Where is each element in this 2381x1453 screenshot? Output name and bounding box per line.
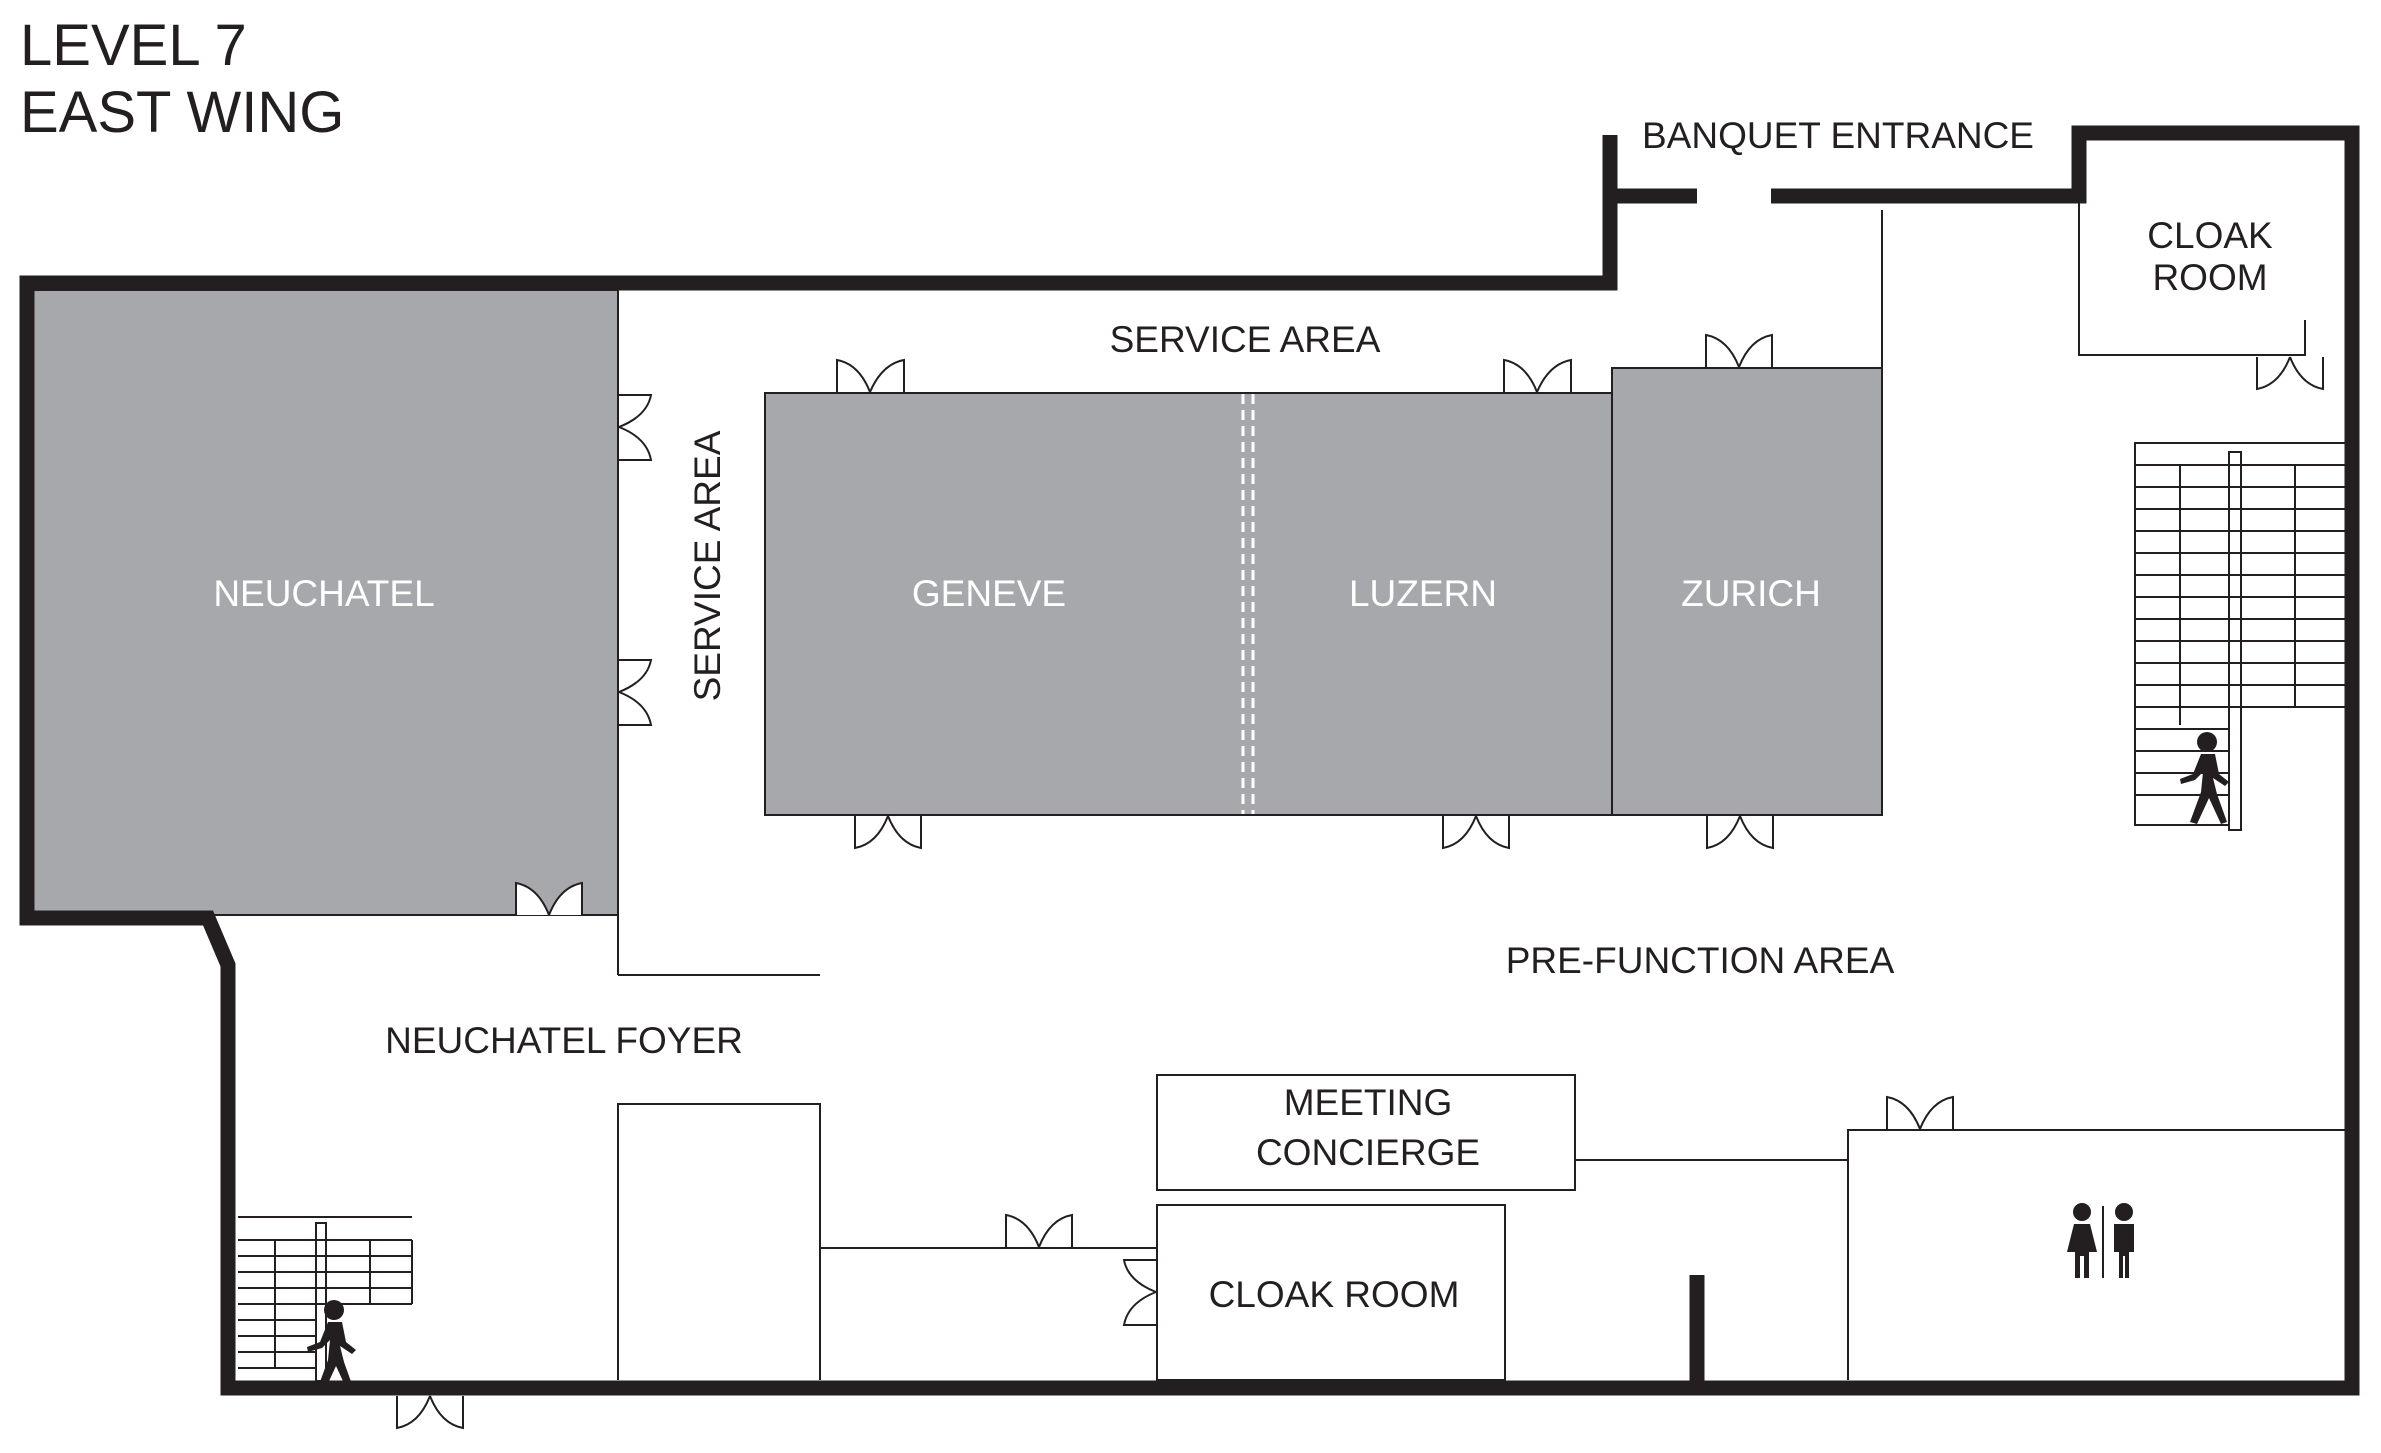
outer-wall-right	[1771, 125, 2360, 1396]
room-zurich[interactable]	[1611, 367, 1883, 816]
interior-lines	[617, 203, 2345, 1381]
label-cloak-room-bottom: CLOAK ROOM	[1209, 1274, 1460, 1315]
label-cloak-room-top-1: CLOAK	[2147, 215, 2273, 256]
walking-person-icon	[2180, 732, 2229, 824]
room-label-luzern: LUZERN	[1349, 573, 1497, 614]
label-meeting-concierge-2: CONCIERGE	[1256, 1132, 1480, 1173]
stairs-icon	[2134, 442, 2345, 831]
door-swings	[396, 333, 2324, 1430]
label-pre-function-area: PRE-FUNCTION AREA	[1506, 940, 1895, 981]
restroom-icon	[2067, 1203, 2134, 1278]
label-service-area-top: SERVICE AREA	[1110, 319, 1381, 360]
room-label-neuchatel: NEUCHATEL	[213, 573, 434, 614]
room-label-geneve: GENEVE	[912, 573, 1066, 614]
label-banquet-entrance: BANQUET ENTRANCE	[1642, 115, 2034, 156]
room-geneve-luzern[interactable]	[764, 392, 1616, 816]
movable-partition	[1241, 394, 1255, 814]
room-neuchatel[interactable]	[29, 289, 619, 916]
outer-wall	[19, 135, 1705, 1396]
wing-title: EAST WING	[20, 80, 344, 145]
label-meeting-concierge-1: MEETING	[1284, 1082, 1453, 1123]
walking-person-icon	[307, 1300, 356, 1392]
label-neuchatel-foyer: NEUCHATEL FOYER	[385, 1020, 743, 1061]
stairs-icon	[238, 1216, 413, 1382]
room-label-zurich: ZURICH	[1681, 573, 1821, 614]
label-service-area-side: SERVICE AREA	[687, 430, 728, 701]
label-cloak-room-top-2: ROOM	[2152, 257, 2267, 298]
level-title: LEVEL 7	[20, 13, 247, 78]
